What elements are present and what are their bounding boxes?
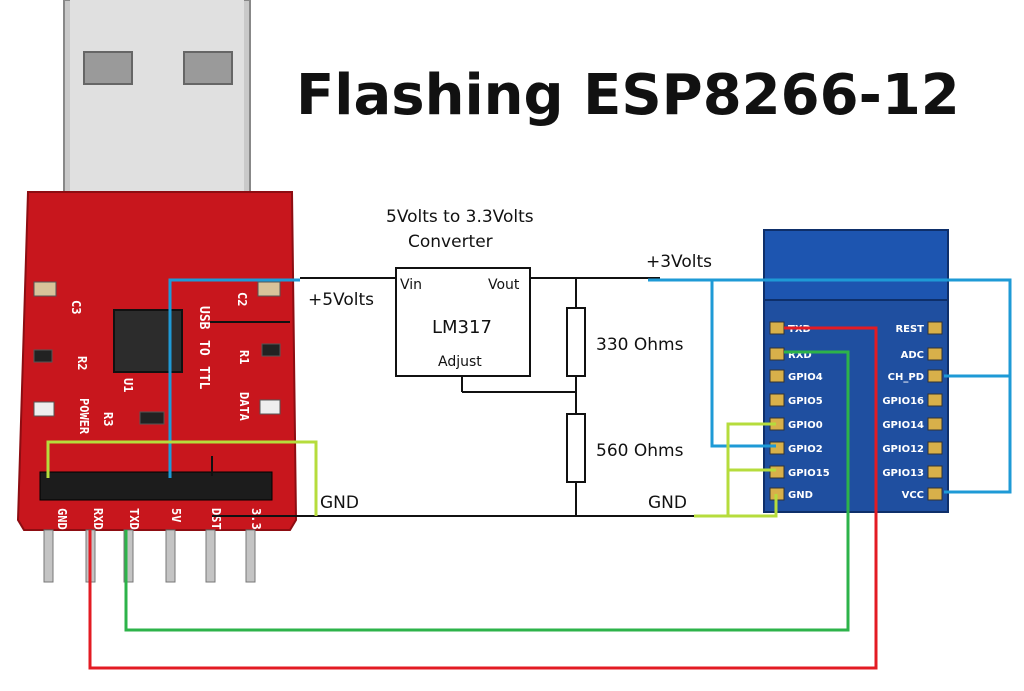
schematic-wires: [210, 267, 700, 517]
esp-pin-gpio13: GPIO13: [882, 468, 924, 479]
label-vin: Vin: [400, 277, 422, 293]
gnd-wires: [46, 422, 778, 518]
adapter-pin-txd: TXD: [127, 508, 141, 530]
label-adjust: Adjust: [438, 354, 482, 370]
esp-pin-adc: ADC: [901, 350, 924, 361]
adapter-pins: [43, 529, 256, 583]
label-plus5v: +5Volts: [308, 290, 374, 310]
silk-u1: U1: [121, 378, 135, 392]
label-gnd-right: GND: [648, 493, 687, 513]
esp-pin-gpio0: GPIO0: [788, 420, 823, 431]
esp8266-module: TXD RXD GPIO4 GPIO5 GPIO0 GPIO2 GPIO15 G…: [763, 229, 949, 513]
adapter-pin-rxd: RXD: [91, 508, 105, 530]
rx-wire: [124, 350, 850, 632]
label-plus3v: +3Volts: [646, 252, 712, 272]
silk-to: TO: [196, 340, 211, 356]
esp-pin-gnd: GND: [788, 490, 813, 501]
esp-board: [763, 299, 949, 513]
esp-pin-vcc: VCC: [902, 490, 924, 501]
esp-pin-gpio15: GPIO15: [788, 468, 830, 479]
esp-pin-gpio16: GPIO16: [882, 396, 924, 407]
esp-pin-rxd: RXD: [788, 350, 812, 361]
silk-r3: R3: [101, 412, 115, 426]
adapter-pin-3v3: 3.3: [249, 508, 263, 530]
adapter-pin-5v: 5V: [169, 508, 183, 522]
silk-usb: USB: [196, 306, 211, 330]
esp-pin-gpio5: GPIO5: [788, 396, 823, 407]
label-vout: Vout: [488, 277, 520, 293]
label-gnd-left: GND: [320, 493, 359, 513]
label-560-ohms: 560 Ohms: [596, 441, 684, 461]
silk-data: DATA: [237, 392, 251, 422]
esp-pin-gpio14: GPIO14: [882, 420, 924, 431]
pin-header: [39, 471, 273, 501]
silk-c2: C2: [235, 292, 249, 306]
diagram-title: Flashing ESP8266-12: [296, 63, 960, 128]
resistor-560: [566, 413, 586, 483]
esp-pin-gpio4: GPIO4: [788, 372, 823, 383]
silk-c3: C3: [69, 300, 83, 314]
power-wires: [168, 278, 1012, 494]
adapter-chip: [113, 309, 183, 373]
esp-pin-gpio12: GPIO12: [882, 444, 924, 455]
silk-r1: R1: [237, 350, 251, 364]
adapter-pin-gnd: GND: [55, 508, 69, 530]
adapter-pin-dst: DST: [209, 508, 223, 530]
converter-heading-2: Converter: [408, 232, 493, 252]
usb-ttl-adapter: C3 C2 R2 R1 R3 U1 POWER USB TO TTL DATA …: [16, 0, 298, 583]
tx-wire: [88, 326, 878, 670]
lm317-box: [395, 267, 531, 377]
silk-r2: R2: [75, 356, 89, 370]
silk-ttl: TTL: [196, 366, 211, 390]
esp-pin-chpd: CH_PD: [888, 372, 924, 383]
resistor-330: [566, 307, 586, 377]
esp-antenna: [763, 229, 949, 307]
label-lm317: LM317: [432, 317, 492, 338]
converter-heading-1: 5Volts to 3.3Volts: [386, 207, 534, 227]
label-330-ohms: 330 Ohms: [596, 335, 684, 355]
esp-pin-rest: REST: [895, 324, 924, 335]
silk-power: POWER: [77, 398, 91, 435]
esp-pin-gpio2: GPIO2: [788, 444, 823, 455]
